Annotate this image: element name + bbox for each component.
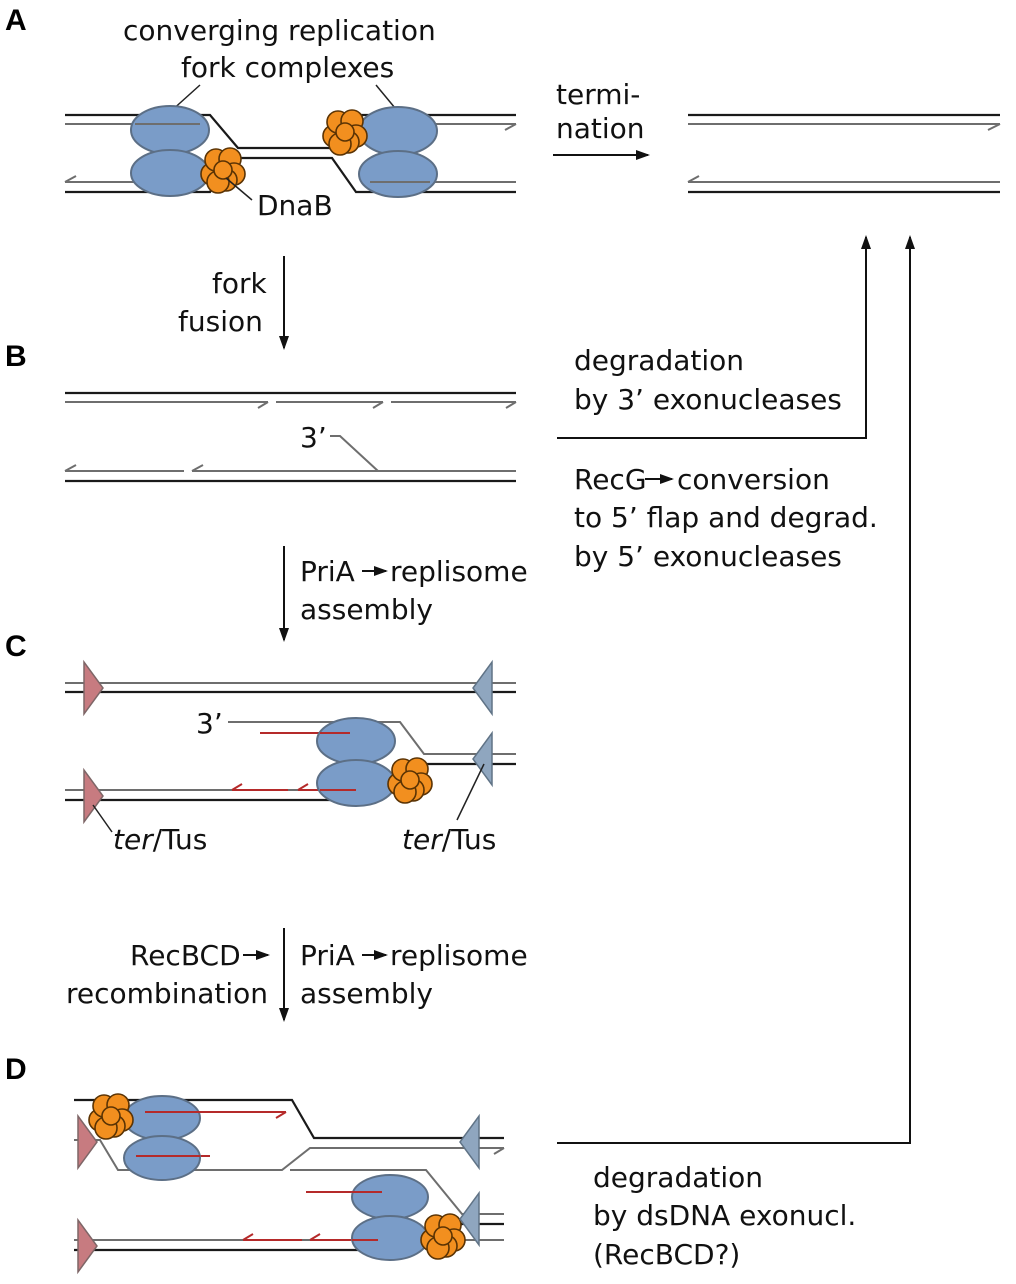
terminated-dna bbox=[687, 113, 1001, 194]
label-dnab: DnaB bbox=[257, 189, 333, 222]
panel-label-c: C bbox=[5, 630, 27, 663]
ter-tus-c-right-bottom bbox=[472, 730, 493, 788]
label-dsdna-line1: degradation bbox=[593, 1161, 763, 1194]
label-recg-conversion: conversion bbox=[677, 463, 830, 496]
label-converging-line1: converging replication bbox=[123, 14, 436, 47]
double-fork-d bbox=[74, 1093, 505, 1275]
label-replisome-c: replisome bbox=[390, 555, 528, 588]
label-recbcd: RecBCD bbox=[130, 939, 241, 972]
label-3prime-b: 3’ bbox=[300, 421, 327, 454]
label-dsdna-line3: (RecBCD?) bbox=[593, 1238, 740, 1271]
dnab-icon-d-lower bbox=[420, 1213, 466, 1260]
label-fusion: fusion bbox=[178, 305, 263, 338]
dnab-icon-a-right bbox=[322, 109, 368, 156]
ter-tus-d-right-top bbox=[459, 1113, 480, 1171]
panel-label-d: D bbox=[5, 1053, 27, 1086]
label-degradation-3-line2: by 3’ exonucleases bbox=[574, 383, 842, 416]
label-recg: RecG bbox=[574, 463, 647, 496]
polymerase-a-left-bottom bbox=[130, 149, 210, 197]
fused-forks-b bbox=[64, 391, 517, 483]
leader-ter-left bbox=[92, 804, 113, 833]
label-pria-c: PriA bbox=[300, 555, 355, 588]
label-termination-line1: termi- bbox=[556, 78, 640, 111]
polymerase-a-left-top bbox=[130, 105, 210, 155]
label-ter-right: ter/Tus bbox=[402, 823, 496, 856]
polymerase-d-lower-top bbox=[351, 1174, 429, 1220]
label-assembly-c: assembly bbox=[300, 593, 433, 626]
panel-label-a: A bbox=[5, 4, 27, 37]
polymerase-c-bottom bbox=[316, 759, 396, 807]
dnab-icon-c bbox=[387, 757, 433, 804]
label-fork: fork bbox=[212, 267, 268, 300]
label-pria-d: PriA bbox=[300, 939, 355, 972]
polymerase-c-top bbox=[316, 717, 396, 765]
label-replisome-d: replisome bbox=[390, 939, 528, 972]
polymerase-a-right-top bbox=[358, 106, 438, 156]
polymerase-d-upper-top bbox=[123, 1095, 201, 1141]
ter-tus-d-right-bottom bbox=[459, 1190, 480, 1248]
ter-tus-c-right-top bbox=[472, 659, 493, 717]
label-converging-line2: fork complexes bbox=[181, 51, 394, 84]
label-recg-line2: to 5’ flap and degrad. bbox=[574, 501, 878, 534]
leader-right-fork bbox=[375, 84, 396, 109]
re-replication-c bbox=[65, 659, 516, 825]
label-recg-line3: by 5’ exonucleases bbox=[574, 540, 842, 573]
ter-tus-c-left-bottom bbox=[83, 767, 104, 825]
label-ter-left-italic: ter bbox=[113, 823, 154, 856]
label-dsdna-line2: by dsDNA exonucl. bbox=[593, 1199, 856, 1232]
polymerase-a-right-bottom bbox=[358, 150, 438, 198]
ter-tus-d-left-top bbox=[77, 1113, 98, 1171]
leader-ter-right bbox=[456, 763, 485, 821]
arrow-dsdna-degradation bbox=[557, 235, 915, 1144]
label-termination-line2: nation bbox=[556, 112, 645, 145]
polymerase-d-lower-bottom bbox=[351, 1215, 429, 1261]
label-ter-right-italic: ter bbox=[402, 823, 443, 856]
polymerase-d-upper-bottom bbox=[123, 1135, 201, 1181]
ter-tus-c-left-top bbox=[83, 659, 104, 717]
leader-dnab bbox=[225, 177, 253, 201]
dnab-icon-a-left bbox=[200, 147, 246, 194]
arrow-3prime-degradation bbox=[557, 235, 871, 439]
fork-complexes-a bbox=[64, 105, 517, 198]
label-tus-left: /Tus bbox=[153, 823, 208, 856]
ter-tus-d-left-bottom bbox=[77, 1217, 98, 1275]
label-tus-right: /Tus bbox=[442, 823, 497, 856]
label-degradation-3-line1: degradation bbox=[574, 344, 744, 377]
panel-label-b: B bbox=[5, 340, 27, 373]
label-3prime-c: 3’ bbox=[196, 707, 223, 740]
label-assembly-d: assembly bbox=[300, 977, 433, 1010]
label-recombination: recombination bbox=[66, 977, 268, 1010]
label-ter-left: ter/Tus bbox=[113, 823, 207, 856]
dnab-icon-d-upper bbox=[88, 1093, 134, 1140]
